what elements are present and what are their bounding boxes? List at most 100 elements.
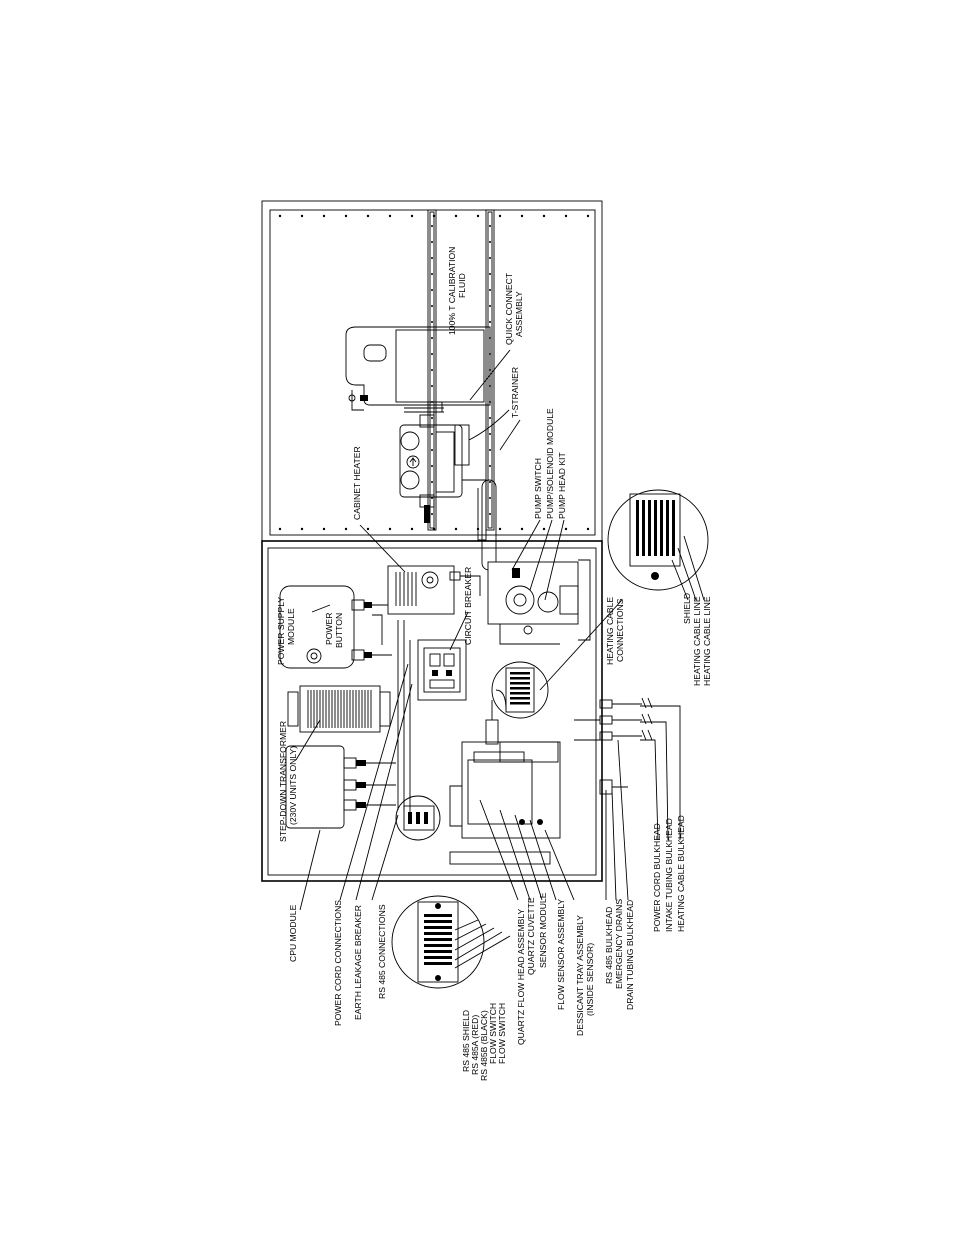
label-rs485-connections: RS 485 CONNECTIONS [377,904,387,999]
rs485-contact [424,932,452,935]
label-calibration-fluid-1: 100% T CALIBRATION [447,247,457,335]
label-heating-cable-connections-1: HEATING CABLE [605,597,615,665]
rail-hole [489,449,491,451]
callout-labels: 100% T CALIBRATION FLUID QUICK CONNECT A… [276,247,712,1081]
rivet [410,527,414,531]
rail-hole [431,321,433,323]
rail-hole [431,273,433,275]
label-cpu-module: CPU MODULE [288,904,298,962]
bubble-contact [642,500,645,556]
rivet [564,527,568,531]
rivet [520,214,524,218]
rivet [498,214,502,218]
label-power-supply-1: POWER SUPPLY [276,597,286,665]
rail-hole [431,497,433,499]
rail-hole [431,289,433,291]
label-t-strainer: T-STRAINER [510,367,520,418]
label-heating-cable-bulkhead: HEATING CABLE BULKHEAD [676,815,686,932]
label-sensor-module: SENSOR MODULE [538,892,548,968]
terminal-contact [510,697,530,700]
label-power-supply-2: MODULE [286,608,296,645]
rivet [278,527,282,531]
rail-hole [431,449,433,451]
terminal-contact [510,692,530,695]
label-rs485-shield: RS 485 SHIELD [461,1010,471,1072]
bubble-contact [660,500,663,556]
rail-hole [489,513,491,515]
label-step-down-2: (230V UNITS ONLY) [288,746,298,825]
label-quartz-cuvette: QUARTZ CUVETTE [526,897,536,975]
rail-hole [431,241,433,243]
label-heating-cable-line-1: HEATING CABLE LINE [692,596,702,686]
calibration-fluid-bottle [345,326,491,411]
rivet [344,527,348,531]
label-earth-leakage-breaker: EARTH LEAKAGE BREAKER [353,905,363,1020]
label-rs485-bulkhead: RS 485 BULKHEAD [604,907,614,984]
rail-hole [431,353,433,355]
label-rs485b: RS 485B (BLACK) [479,1010,489,1081]
label-pump-head-kit: PUMP HEAD KIT [557,452,567,519]
rail-hole [431,225,433,227]
label-flow-switch-2: FLOW SWITCH [497,1003,507,1064]
rail-hole [489,241,491,243]
rail-hole [431,417,433,419]
bubble-contact [666,500,669,556]
rail-hole [489,417,491,419]
rail-hole [431,337,433,339]
terminal-contact [510,682,530,685]
rivet [586,527,590,531]
pump-strainer-assembly [399,401,510,571]
sensor-module [449,689,561,839]
bubble-contact [648,500,651,556]
label-flow-switch-1: FLOW SWITCH [488,1003,498,1064]
rail-hole [431,257,433,259]
rs485-contact [424,944,452,947]
main-cabinet [261,540,603,882]
label-pump-switch: PUMP SWITCH [533,458,543,519]
rivet [542,214,546,218]
rivet [322,527,326,531]
cpu-module [285,745,396,829]
rivet [454,527,458,531]
power-supply-module [279,585,392,669]
rs485-contact [424,914,452,917]
leader-lines [295,349,705,969]
rail-hole [431,481,433,483]
rs485-contact [424,926,452,929]
rs485-connector [395,795,441,841]
bubble-contact [654,500,657,556]
label-power-button-1: POWER [324,613,334,645]
rail-hole [431,513,433,515]
rail-hole [489,321,491,323]
rs485-contact [424,956,452,959]
rs485-contact [424,938,452,941]
rivet [366,214,370,218]
rs485-contact [424,962,452,965]
rail-hole [489,497,491,499]
rivet [388,527,392,531]
label-quick-connect-2: ASSEMBLY [514,291,524,337]
terminal-contact [510,677,530,680]
label-shield: SHIELD [682,593,692,624]
rivet [476,214,480,218]
label-step-down-1: STEP-DOWN TRANSFORMER [278,721,288,842]
rivet [542,527,546,531]
label-circuit-breaker: CIRCUIT BREAKER [463,567,473,645]
bubble-contact [636,500,639,556]
label-power-cord-connections: POWER CORD CONNECTIONS [333,900,343,1026]
rivet [410,214,414,218]
terminal-contact [510,672,530,675]
rs485-detail-bubble [391,895,485,989]
rivet [322,214,326,218]
rail-hole [431,369,433,371]
heating-cable-terminal [491,661,549,719]
label-flow-sensor-assembly: FLOW SENSOR ASSEMBLY [556,899,566,1010]
rail-hole [431,433,433,435]
label-heating-cable-connections-2: CONNECTIONS [615,598,625,662]
label-calibration-fluid-2: FLUID [457,273,467,298]
bubble-contact [672,500,675,556]
rivet [498,527,502,531]
rivet [520,527,524,531]
label-heating-cable-line-2: HEATING CABLE LINE [702,596,712,686]
